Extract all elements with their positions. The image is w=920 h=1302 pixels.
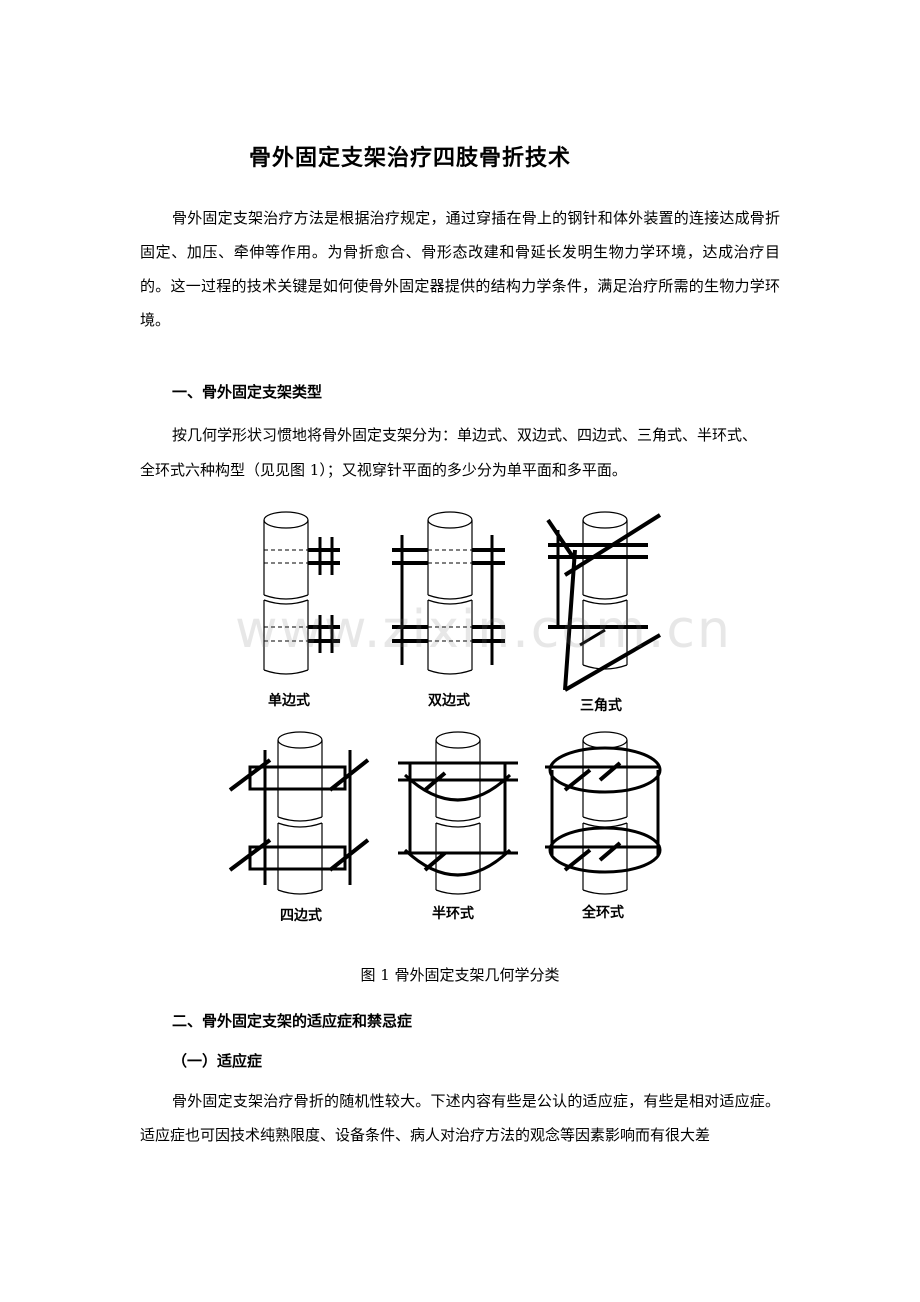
- label-triangular: 三角式: [580, 697, 622, 714]
- document-title: 骨外固定支架治疗四肢骨折技术: [248, 146, 571, 171]
- semicircular-frame-diagram: [398, 731, 518, 895]
- circular-frame-diagram: [545, 731, 662, 895]
- label-circular: 全环式: [581, 904, 624, 921]
- unilateral-frame-diagram: [263, 511, 340, 675]
- subsection-heading: （一）适应症: [172, 1052, 263, 1070]
- section1-heading: 一、骨外固定支架类型: [172, 383, 323, 401]
- section1-line1: 按几何学形状习惯地将骨外固定支架分为：单边式、双边式、四边式、三角式、半环式、: [172, 426, 758, 444]
- label-bilateral: 双边式: [428, 692, 470, 709]
- quadrilateral-frame-diagram: [228, 731, 370, 895]
- watermark: www.zixin.com.cn: [235, 600, 732, 660]
- label-unilateral: 单边式: [268, 692, 310, 709]
- label-quadrilateral: 四边式: [280, 907, 322, 924]
- fixator-diagram: 单边式 双边式 三角式 四边式 半环式 全环式: [228, 511, 662, 924]
- label-semicircular: 半环式: [432, 905, 474, 922]
- section2-heading: 二、骨外固定支架的适应症和禁忌症: [172, 1012, 413, 1030]
- fixator-types-figure: 单边式 双边式 三角式 四边式 半环式 全环式: [220, 505, 690, 930]
- section1-line2: 全环式六种构型（见见图 1）；又视穿针平面的多少分为单平面和多平面。: [140, 461, 627, 479]
- intro-paragraph: 骨外固定支架治疗方法是根据治疗规定，通过穿插在骨上的钢针和体外装置的连接达成骨折…: [140, 209, 780, 329]
- section2-paragraph: 骨外固定支架治疗骨折的随机性较大。下述内容有些是公认的适应症，有些是相对适应症。…: [140, 1092, 780, 1144]
- triangular-frame-diagram: [546, 511, 662, 692]
- figure-caption: 图 1 骨外固定支架几何学分类: [360, 966, 560, 984]
- bilateral-frame-diagram: [392, 511, 505, 675]
